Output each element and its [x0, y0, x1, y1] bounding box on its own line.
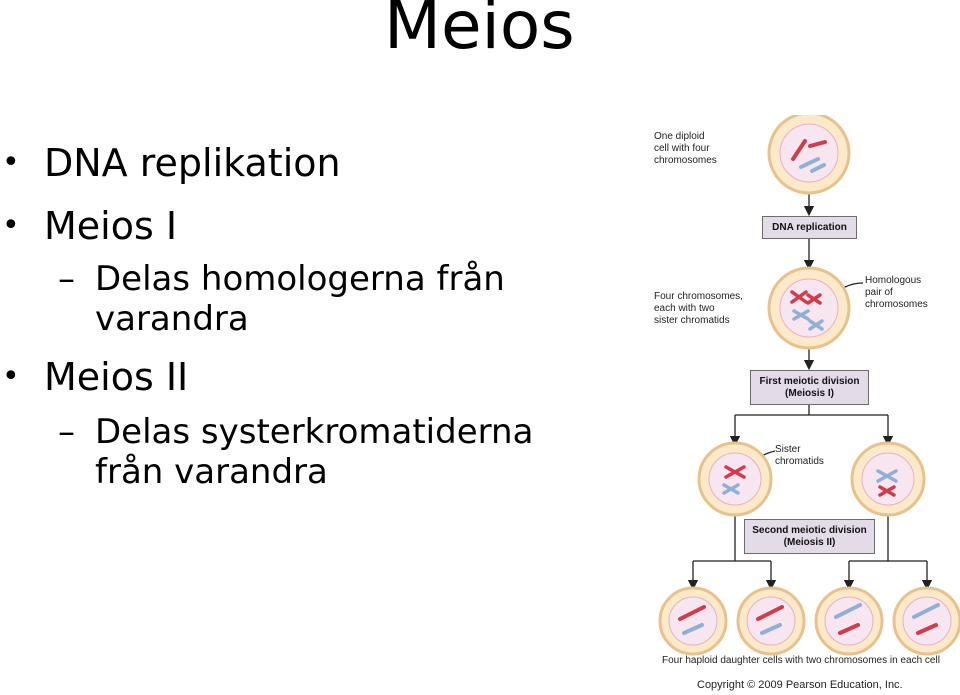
meiosis-i-cell-right — [850, 441, 926, 517]
daughter-cell-2 — [736, 586, 806, 656]
bullet-text: Meios II — [44, 355, 189, 399]
bullet-text: DNA replikation — [44, 141, 341, 185]
label-diploid-cell: One diploid cell with four chromosomes — [654, 131, 717, 166]
sub-bullet-marker: – — [58, 259, 75, 299]
stage-second-meiotic-division: Second meiotic division (Meiosis II) — [744, 519, 875, 554]
copyright-notice: Copyright © 2009 Pearson Education, Inc. — [697, 679, 903, 691]
bullet-marker: • — [2, 208, 20, 243]
slide-title: Meios — [384, 0, 575, 64]
bullet-marker: • — [2, 145, 20, 180]
meiosis-diagram — [658, 115, 960, 656]
sub-bullet-text: Delas systerkromatiderna från varandra — [95, 412, 534, 492]
bullet-marker: • — [2, 359, 20, 394]
label-homologous-pair: Homologous pair of chromosomes — [865, 275, 928, 310]
daughter-cell-4 — [892, 586, 960, 656]
replicated-cell — [767, 266, 851, 350]
daughter-cell-1 — [658, 586, 728, 656]
label-daughter-cells: Four haploid daughter cells with two chr… — [662, 655, 940, 666]
daughter-cell-3 — [814, 586, 884, 656]
label-sister-chromatids: Sister chromatids — [775, 444, 824, 467]
bullet-text: Meios I — [44, 204, 178, 248]
label-four-chromosomes: Four chromosomes, each with two sister c… — [654, 291, 743, 326]
diploid-cell — [767, 115, 851, 195]
stage-first-meiotic-division: First meiotic division (Meiosis I) — [750, 370, 869, 405]
stage-dna-replication: DNA replication — [762, 216, 857, 239]
sub-bullet-marker: – — [58, 412, 75, 452]
meiosis-figure: One diploid cell with four chromosomes D… — [640, 115, 960, 695]
meiosis-i-cell-left — [697, 441, 773, 517]
sub-bullet-text: Delas homologerna från varandra — [95, 259, 505, 339]
